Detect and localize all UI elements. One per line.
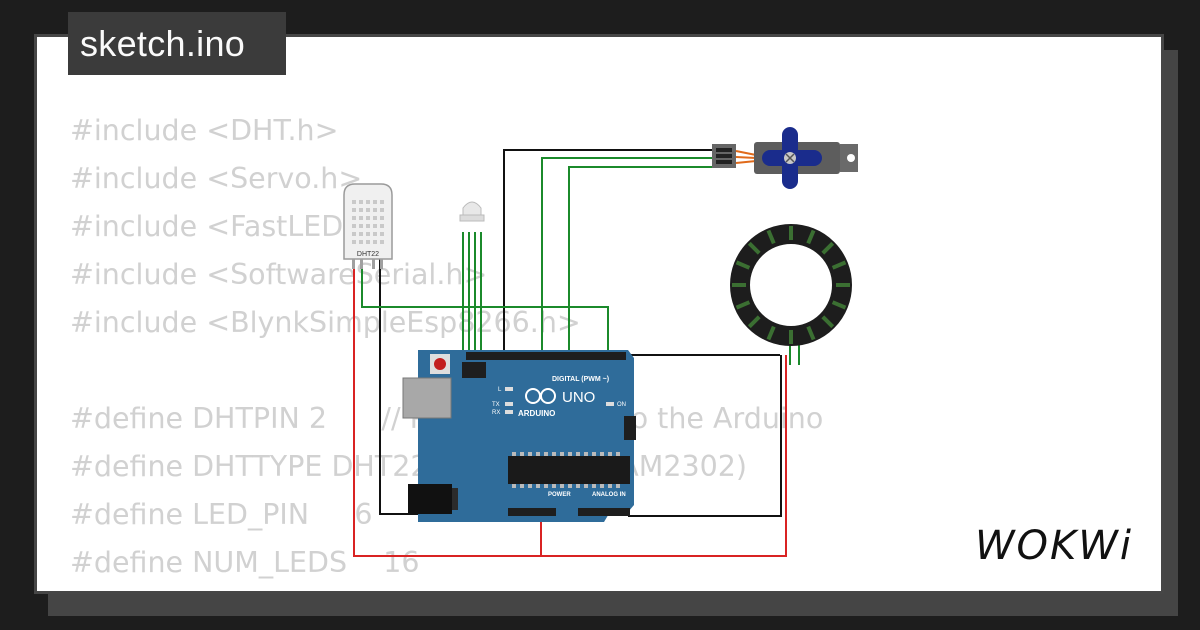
power-header: [508, 508, 556, 516]
wire-green-servo: [541, 157, 714, 357]
uno-label: UNO: [562, 389, 595, 406]
servo-motor[interactable]: [712, 127, 858, 189]
dht22-label: DHT22: [357, 251, 379, 258]
code-line: #include <BlynkSimpleEsp8266.h>: [70, 306, 581, 339]
usb-port: [402, 377, 452, 419]
rgb-led[interactable]: [459, 201, 485, 222]
microcontroller-chip: [508, 456, 630, 484]
wire-black-ring3: [628, 355, 782, 517]
wire-black-servo: [503, 149, 714, 357]
neopixel-ring[interactable]: [730, 224, 852, 346]
rx-label: RX: [492, 410, 500, 416]
arduino-uno[interactable]: UNO ARDUINO DIGITAL (PWM ~) POWER ANALOG…: [402, 350, 636, 522]
wokwi-logo: WOKWi: [975, 523, 1133, 569]
wire-red-dht: [353, 255, 787, 557]
analog-label: ANALOG IN: [592, 492, 626, 498]
on-label: ON: [617, 402, 626, 408]
power-label: POWER: [548, 492, 571, 498]
tx-label: TX: [492, 402, 500, 408]
code-line: #include <SoftwareSerial.h>: [70, 258, 488, 291]
code-line: #include <DHT.h>: [70, 114, 339, 147]
code-line: #define NUM_LEDS 16: [70, 546, 420, 579]
dht22-sensor[interactable]: DHT22: [343, 183, 393, 269]
arduino-label: ARDUINO: [518, 409, 555, 418]
digital-header: [466, 352, 626, 360]
l-label: L: [498, 387, 502, 393]
digital-label: DIGITAL (PWM ~): [552, 376, 609, 383]
analog-header: [578, 508, 630, 516]
wire-green-servo2: [568, 166, 714, 357]
arduino-logo: [525, 388, 556, 404]
preview-card: #include <DHT.h> #include <Servo.h> #inc…: [34, 34, 1164, 594]
file-tab[interactable]: sketch.ino: [68, 12, 286, 75]
power-jack: [408, 484, 452, 514]
wire-green-dht: [361, 255, 609, 357]
code-line: #define LED_PIN 6: [70, 498, 373, 531]
code-line: #include <Servo.h>: [70, 162, 363, 195]
